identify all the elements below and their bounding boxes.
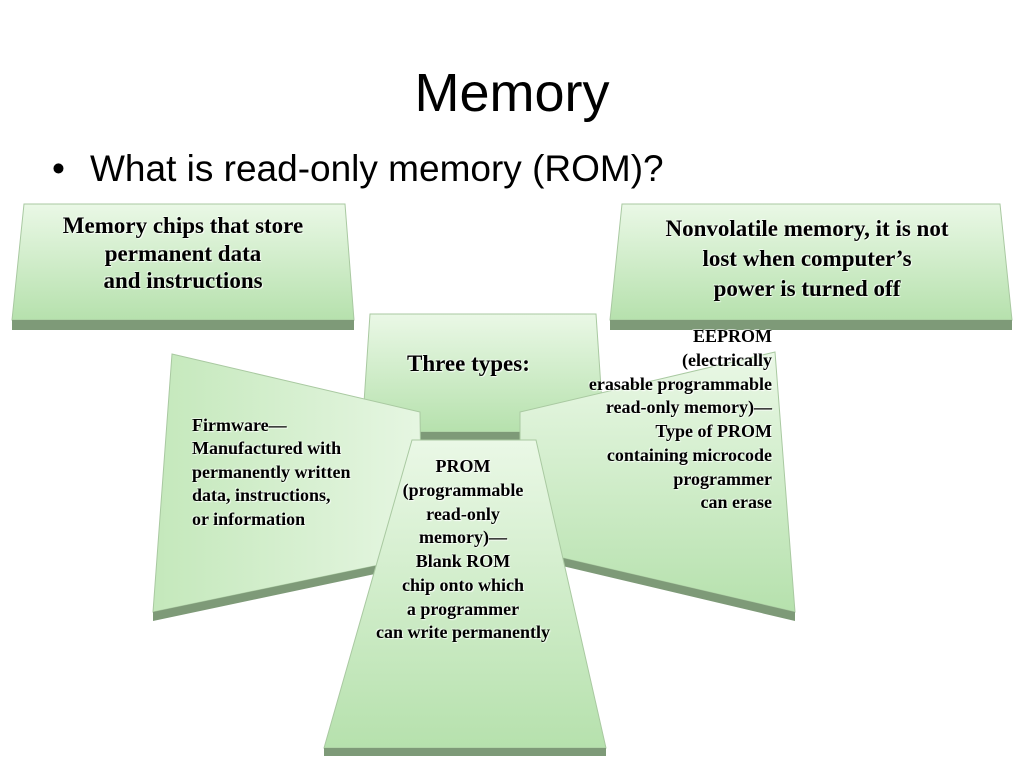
- firmware-text: Firmware— Manufactured with permanently …: [192, 414, 350, 531]
- prom-line: chip onto which: [401, 574, 525, 595]
- prom-line: memory)—: [419, 527, 507, 548]
- center-box-label: Three types:: [407, 351, 530, 376]
- firmware-line: data, instructions,: [192, 485, 331, 506]
- top-left-box-text: Memory chips that store permanent data a…: [18, 212, 348, 295]
- prom-line: can write permanently: [376, 622, 550, 643]
- firmware-line: permanently written: [192, 461, 351, 482]
- eeprom-line: programmer: [673, 468, 772, 489]
- firmware-line: Firmware—: [192, 415, 287, 435]
- eeprom-line: erasable programmable: [588, 373, 772, 394]
- bullet-text: What is read-only memory (ROM)?: [90, 148, 664, 189]
- top-left-line: and instructions: [103, 268, 263, 294]
- top-right-box-text: Nonvolatile memory, it is not lost when …: [612, 214, 1002, 304]
- eeprom-line: read-only memory)—: [605, 397, 772, 418]
- prom-line: a programmer: [406, 598, 520, 619]
- prom-line: (programmable: [402, 479, 524, 500]
- prom-text: PROM (programmable read-only memory)— Bl…: [340, 455, 586, 645]
- eeprom-text: EEPROM (electrically erasable programmab…: [520, 325, 772, 515]
- eeprom-line: (electrically: [682, 349, 772, 370]
- firmware-line: or information: [192, 508, 306, 529]
- prom-line: Blank ROM: [415, 551, 511, 571]
- firmware-line: Manufactured with: [192, 438, 342, 459]
- eeprom-line: containing microcode: [606, 444, 772, 465]
- top-right-line: Nonvolatile memory, it is not: [665, 216, 949, 241]
- top-left-line: permanent data: [104, 240, 262, 266]
- top-right-line: lost when computer’s: [702, 245, 912, 271]
- top-right-box-shape: [609, 203, 1013, 330]
- slide-title: Memory: [414, 63, 610, 123]
- prom-line: PROM: [435, 456, 491, 476]
- eeprom-box-shape: [519, 351, 796, 621]
- eeprom-line: can erase: [700, 492, 772, 513]
- top-left-line: Memory chips that store: [62, 213, 304, 238]
- eeprom-line: EEPROM: [693, 326, 772, 346]
- bullet-dot: •: [52, 148, 65, 189]
- eeprom-line: Type of PROM: [655, 421, 772, 441]
- top-left-box-shape: [11, 203, 355, 330]
- top-right-line: power is turned off: [713, 275, 901, 301]
- prom-line: read-only: [426, 503, 500, 524]
- prom-box-shape: [323, 439, 607, 756]
- bullet-item: • What is read-only memory (ROM)?: [52, 148, 664, 190]
